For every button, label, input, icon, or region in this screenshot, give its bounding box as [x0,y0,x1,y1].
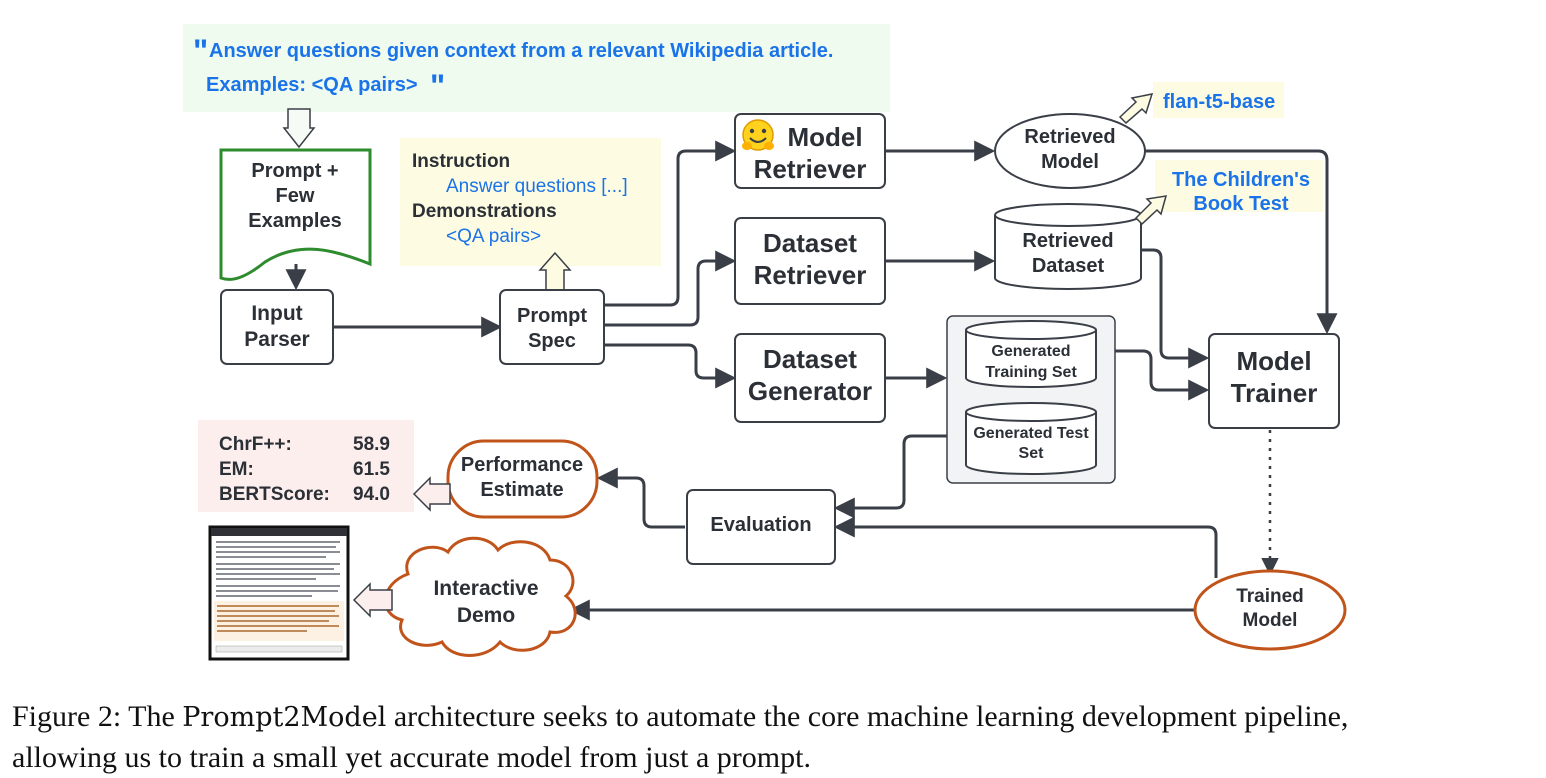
generated-datasets-group: Generated Training Set Generated Test Se… [946,315,1116,484]
retrieved-model-line-1: Retrieved [1024,126,1115,148]
metric-value: 61.5 [353,459,390,480]
demonstrations-heading: Demonstrations [412,201,557,222]
hugging-face-icon [742,119,774,151]
instruction-heading: Instruction [412,151,510,172]
edge-spec-to-dataset-retriever [604,250,737,327]
edge-retrieved-dataset-to-trainer [1141,248,1210,369]
model-retriever-node: Model Retriever [734,113,886,189]
dataset-retriever-node: Dataset Retriever [734,217,886,305]
input-parser-line-1: Input [251,302,302,325]
performance-estimate-node: Performance Estimate [446,439,599,519]
retrieved-model-node: Retrieved Model [994,113,1146,189]
retrieved-dataset-line-2: Dataset [1032,255,1105,277]
trained-model-line-1: Trained [1236,586,1304,607]
pipeline-edges [285,140,1338,621]
metric-value: 94.0 [353,484,390,505]
input-parser-line-2: Parser [244,328,309,351]
demo-screenshot-text-lines [216,541,340,597]
edge-evaluation-to-performance [596,467,685,529]
model-name: flan-t5-base [1163,91,1275,113]
dataset-generator-line-1: Dataset [763,344,857,374]
model-trainer-line-1: Model [1236,346,1311,376]
dataset-name-line-1: The Children's [1172,169,1310,191]
demo-screenshot-thumbnail [208,525,350,661]
trained-model-line-2: Model [1243,610,1298,631]
metrics-panel: ChrF++: 58.9 EM: 61.5 BERTScore: 94.0 [198,420,414,512]
generated-training-set-line-2: Training Set [985,364,1077,381]
edge-retrieved-model-to-trainer [1145,149,1338,335]
quote-open-mark: " [193,33,208,69]
model-name-callout: flan-t5-base [1118,82,1284,125]
prompt-spec-line-1: Prompt [517,305,587,327]
hollow-left-arrow-icon [412,476,451,512]
model-trainer-line-2: Trainer [1231,378,1318,408]
generated-training-set-line-1: Generated [991,343,1070,360]
prompt-quote-banner: " Answer questions given context from a … [183,24,890,112]
performance-estimate-line-2: Estimate [480,479,563,501]
model-retriever-line-1: Model [787,122,862,152]
metric-name: EM: [219,459,254,480]
interactive-demo-line-2: Demo [457,604,515,627]
demonstrations-value: <QA pairs> [446,226,541,247]
quote-line-1: Answer questions given context from a re… [209,40,833,62]
generated-test-set-line-2: Set [1019,445,1045,462]
caption-system-name: Prompt2Model [182,702,387,733]
prompt-document-line-1: Prompt + [251,160,338,182]
hollow-up-arrow-icon [538,251,572,291]
edge-training-set-to-trainer [1098,349,1210,401]
evaluation-node: Evaluation [686,489,836,565]
retrieved-dataset-line-1: Retrieved [1022,230,1113,252]
hollow-down-arrow-icon [282,108,316,149]
caption-prefix: Figure 2: The [12,700,183,733]
interactive-demo-node: Interactive Demo [384,536,577,657]
generated-test-set-line-1: Generated Test [973,425,1089,442]
dataset-name-callout: The Children's Book Test [1134,160,1323,226]
prompt-document: Prompt + Few Examples [219,148,372,281]
figure-caption: Figure 2: The Prompt2Model architecture … [12,697,1538,778]
edge-spec-to-dataset-generator [604,343,737,389]
trained-model-node: Trained Model [1193,569,1347,651]
performance-estimate-line-1: Performance [461,454,583,476]
dataset-retriever-line-2: Retriever [754,260,867,290]
prompt-spec-note: Instruction Answer questions [...] Demon… [400,138,661,266]
caption-line-1-rest: architecture seeks to automate the core … [386,700,1349,733]
metric-name: BERTScore: [219,484,330,505]
evaluation-label: Evaluation [710,514,811,536]
dataset-generator-node: Dataset Generator [734,333,886,423]
retrieved-model-line-2: Model [1041,151,1099,173]
metric-value: 58.9 [353,434,390,455]
input-parser-node: Input Parser [220,289,334,365]
model-trainer-node: Model Trainer [1208,333,1340,429]
hollow-left-arrow-icon [352,582,393,618]
prompt-spec-node: Prompt Spec [499,289,605,365]
instruction-value: Answer questions [...] [446,176,628,197]
callout-arrow-icon [1118,93,1154,125]
prompt-document-line-3: Examples [248,210,341,232]
dataset-retriever-line-1: Dataset [763,228,857,258]
edge-test-set-to-evaluation [833,434,965,519]
model-retriever-line-2: Retriever [754,154,867,184]
prompt-document-line-2: Few [276,185,315,207]
callout-arrow-icon [1134,195,1168,226]
metric-name: ChrF++: [219,434,292,455]
generated-test-set-node: Generated Test Set [965,402,1097,475]
edge-trained-model-to-evaluation [833,516,1218,578]
prompt-spec-line-2: Spec [528,330,576,352]
caption-line-2: allowing us to train a small yet accurat… [12,741,811,774]
dataset-name-line-2: Book Test [1193,193,1289,215]
quote-close-mark: " [430,68,445,104]
edge-spec-to-model-retriever [604,140,737,307]
retrieved-dataset-node: Retrieved Dataset [994,203,1142,290]
quote-line-2: Examples: <QA pairs> [206,74,418,96]
pipeline-diagram: " Answer questions given context from a … [183,24,1347,661]
interactive-demo-line-1: Interactive [433,577,538,600]
dataset-generator-line-2: Generator [748,376,872,406]
generated-training-set-node: Generated Training Set [965,320,1097,388]
